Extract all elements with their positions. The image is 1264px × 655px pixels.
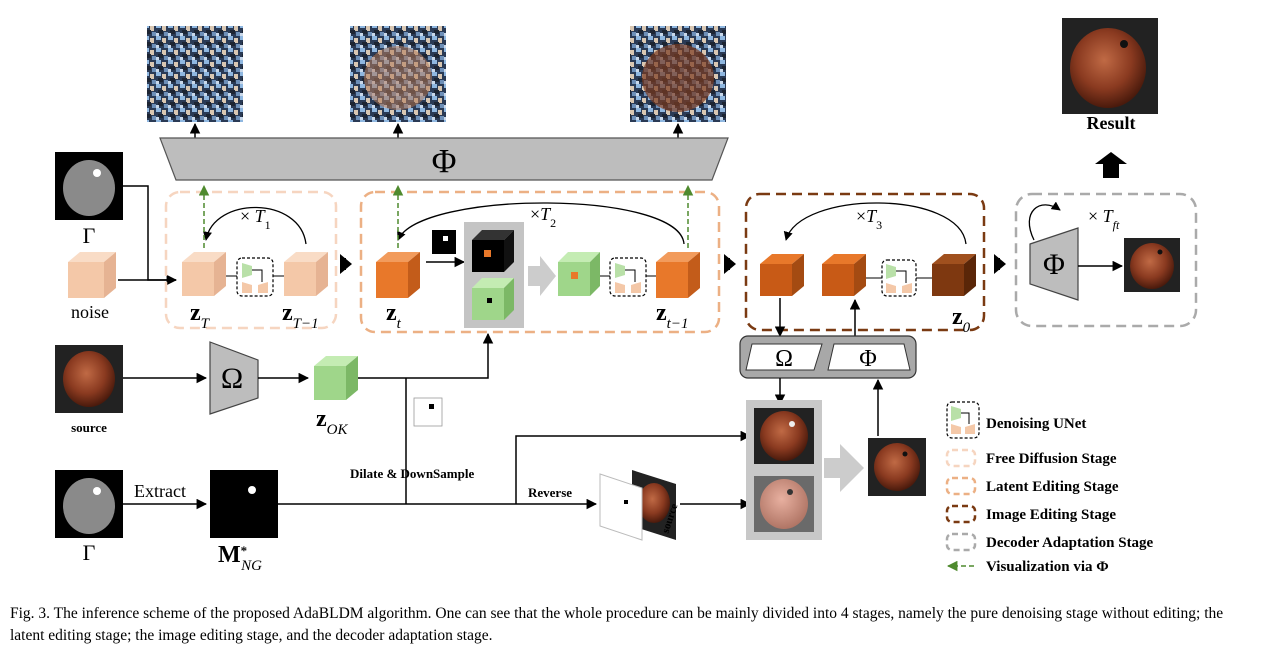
omega-small: Ω (775, 346, 793, 372)
reverse-label: Reverse (528, 485, 572, 500)
latent-editing-stage-box (359, 190, 721, 334)
small-mask-icon (432, 230, 456, 254)
source-label: source (71, 420, 107, 435)
legend-item-free: Free Diffusion Stage (945, 448, 1117, 468)
svg-text:Φ: Φ (432, 143, 457, 180)
legend: Denoising UNet Free Diffusion Stage Late… (945, 401, 1154, 575)
legend-item-decoder: Decoder Adaptation Stage (945, 532, 1154, 552)
zt-1-label: zt−1 (656, 300, 688, 332)
gamma-label-top: Γ (83, 223, 96, 248)
noisy-visualization-2 (350, 26, 446, 122)
green-cube-mask (472, 278, 514, 320)
zt-label: zt (386, 300, 402, 332)
green-cube-edited (558, 252, 600, 296)
zT-1-label: zT−1 (282, 300, 319, 332)
omega-encoder: Ω (209, 341, 259, 415)
cube-image-2 (822, 254, 866, 296)
noise-cube (68, 252, 116, 298)
z0-label: z0 (952, 304, 971, 336)
legend-item-unet: Denoising UNet (946, 401, 1086, 439)
mask-NG-label: M*NG (218, 542, 262, 574)
svg-text:Free Diffusion Stage: Free Diffusion Stage (986, 451, 1117, 467)
decoder-iter-label: × Tft (1088, 206, 1120, 232)
cube-zT (182, 252, 226, 296)
inference-diagram: Φ Result Γ noise × T1 (55, 18, 1198, 575)
unet-icon-image (881, 259, 917, 297)
unet-icon-free (236, 257, 274, 297)
edited-image (868, 438, 926, 496)
cube-z0 (932, 254, 976, 296)
noisy-visualization-1 (147, 26, 243, 122)
mask-NG (210, 470, 278, 538)
zT-label: zT (190, 300, 211, 332)
legend-item-visualization: Visualization via Φ (946, 559, 1109, 575)
gamma-mask-bottom (55, 470, 123, 538)
decoder-output-image (1124, 238, 1180, 292)
image-editing-stage-box (744, 192, 986, 332)
image-iter-label: ×T3 (856, 206, 882, 232)
svg-text:Ω: Ω (221, 362, 243, 395)
gamma-mask-top (55, 152, 123, 220)
reverse-stack (599, 470, 676, 541)
edit-image-bottom (754, 476, 814, 532)
cube-zT-1 (284, 252, 328, 296)
svg-text:Image Editing Stage: Image Editing Stage (986, 507, 1116, 523)
zOK-label: zOK (316, 406, 348, 438)
svg-text:Latent Editing Stage: Latent Editing Stage (986, 479, 1119, 495)
source-image (55, 345, 123, 413)
edit-image-top (754, 408, 814, 464)
svg-text:Visualization via Φ: Visualization via Φ (986, 559, 1109, 575)
noisy-visualization-3 (630, 26, 726, 122)
dilate-label: Dilate & DownSample (350, 466, 474, 481)
phi-decoder-right: Φ (1029, 227, 1079, 301)
noise-label: noise (71, 302, 109, 322)
result-image (1062, 18, 1158, 114)
unet-icon-latent (609, 257, 647, 297)
black-cube (472, 230, 514, 272)
svg-text:Decoder Adaptation Stage: Decoder Adaptation Stage (986, 535, 1154, 551)
svg-text:Φ: Φ (1043, 248, 1065, 281)
legend-item-image: Image Editing Stage (945, 504, 1116, 524)
legend-item-latent: Latent Editing Stage (945, 476, 1119, 496)
cube-image-1 (760, 254, 804, 296)
svg-text:Denoising UNet: Denoising UNet (986, 416, 1086, 432)
extract-label: Extract (134, 481, 186, 501)
decoder-adaptation-stage-box (1014, 192, 1198, 328)
cube-zt (376, 252, 420, 298)
up-arrow (1095, 152, 1127, 178)
small-mask-white (413, 397, 443, 427)
figure-caption: Fig. 3. The inference scheme of the prop… (10, 605, 1224, 644)
free-diffusion-stage-box (164, 190, 338, 330)
cube-zt-1 (656, 252, 700, 298)
result-label: Result (1087, 113, 1136, 133)
phi-small: Φ (859, 346, 877, 372)
latent-iter-label: ×T2 (530, 204, 556, 230)
free-iter-label: × T1 (240, 206, 271, 232)
gamma-label-bottom: Γ (83, 540, 96, 565)
cube-zOK (314, 356, 358, 400)
phi-decoder-top: Φ (159, 137, 729, 181)
